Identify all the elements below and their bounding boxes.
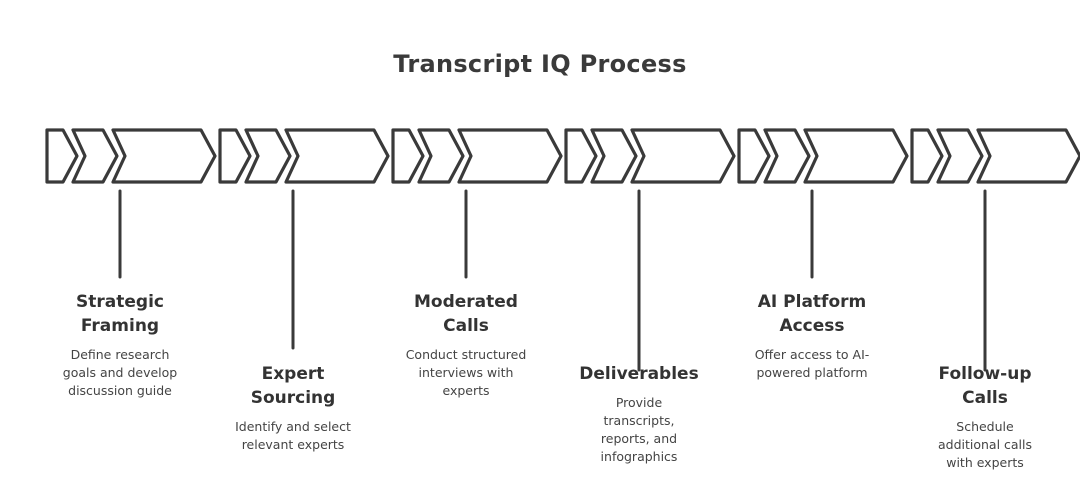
step-description-strategic-framing: goals and develop: [62, 365, 178, 380]
chevron-follow-up-calls-3: [976, 128, 1080, 184]
step-title-follow-up-calls: Follow-up: [938, 364, 1032, 384]
step-description-ai-platform-access: Offer access to AI-: [754, 347, 870, 362]
chevron-ai-platform-access-1: [737, 128, 771, 184]
chevron-expert-sourcing-3: [284, 128, 390, 184]
chevron-group-deliverables: [564, 128, 736, 372]
step-title-ai-platform-access: Access: [779, 316, 845, 336]
step-description-expert-sourcing: relevant experts: [241, 437, 345, 452]
step-description-expert-sourcing: Identify and select: [235, 419, 351, 434]
chevron-group-moderated-calls: [391, 128, 563, 279]
step-description-moderated-calls: experts: [442, 383, 490, 398]
chevron-deliverables-1: [564, 128, 598, 184]
chevron-ai-platform-access-3: [803, 128, 909, 184]
step-description-deliverables: reports, and: [600, 431, 678, 446]
chevron-follow-up-calls-1: [910, 128, 944, 184]
chevron-strategic-framing-2: [71, 128, 119, 184]
step-title-moderated-calls: Calls: [443, 316, 489, 336]
step-description-follow-up-calls: with experts: [946, 455, 1024, 470]
chevron-follow-up-calls-2: [936, 128, 984, 184]
chevron-strategic-framing-3: [111, 128, 217, 184]
step-description-ai-platform-access: powered platform: [756, 365, 868, 380]
step-description-follow-up-calls: additional calls: [937, 437, 1033, 452]
chevron-expert-sourcing-2: [244, 128, 292, 184]
step-description-deliverables: transcripts,: [603, 413, 675, 428]
step-description-strategic-framing: Define research: [70, 347, 170, 362]
step-description-follow-up-calls: Schedule: [956, 419, 1014, 434]
step-title-strategic-framing: Framing: [80, 316, 160, 336]
chevron-group-expert-sourcing: [218, 128, 390, 350]
step-description-moderated-calls: Conduct structured: [405, 347, 527, 362]
step-description-deliverables: infographics: [600, 449, 678, 464]
chevron-deliverables-3: [630, 128, 736, 184]
chevron-ai-platform-access-2: [763, 128, 811, 184]
chevron-deliverables-2: [590, 128, 638, 184]
step-description-strategic-framing: discussion guide: [68, 383, 172, 398]
chevron-expert-sourcing-1: [218, 128, 252, 184]
chevron-moderated-calls-1: [391, 128, 425, 184]
chevron-group-ai-platform-access: [737, 128, 909, 279]
step-title-moderated-calls: Moderated: [414, 292, 518, 312]
chevron-strategic-framing-1: [45, 128, 79, 184]
step-title-expert-sourcing: Expert: [261, 364, 325, 384]
step-title-expert-sourcing: Sourcing: [250, 388, 336, 408]
step-title-deliverables: Deliverables: [579, 364, 699, 384]
chevron-group-follow-up-calls: [910, 128, 1080, 372]
diagram-title: Transcript IQ Process: [393, 50, 687, 78]
step-title-strategic-framing: Strategic: [76, 292, 164, 312]
step-title-follow-up-calls: Calls: [962, 388, 1008, 408]
chevron-moderated-calls-3: [457, 128, 563, 184]
chevron-moderated-calls-2: [417, 128, 465, 184]
step-description-deliverables: Provide: [615, 395, 663, 410]
step-title-ai-platform-access: AI Platform: [757, 292, 867, 312]
step-description-moderated-calls: interviews with: [418, 365, 514, 380]
chevron-group-strategic-framing: [45, 128, 217, 279]
